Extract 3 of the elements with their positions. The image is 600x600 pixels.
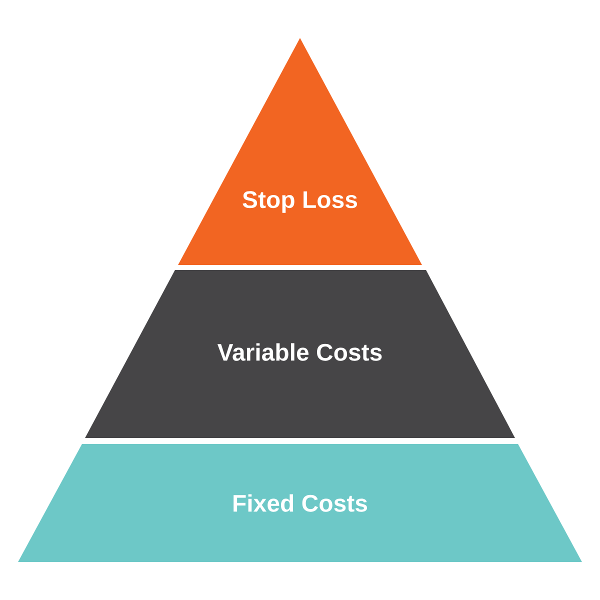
pyramid-tier: Stop Loss — [178, 38, 422, 265]
pyramid-tier: Fixed Costs — [18, 444, 582, 562]
pyramid-tier: Variable Costs — [85, 270, 515, 438]
